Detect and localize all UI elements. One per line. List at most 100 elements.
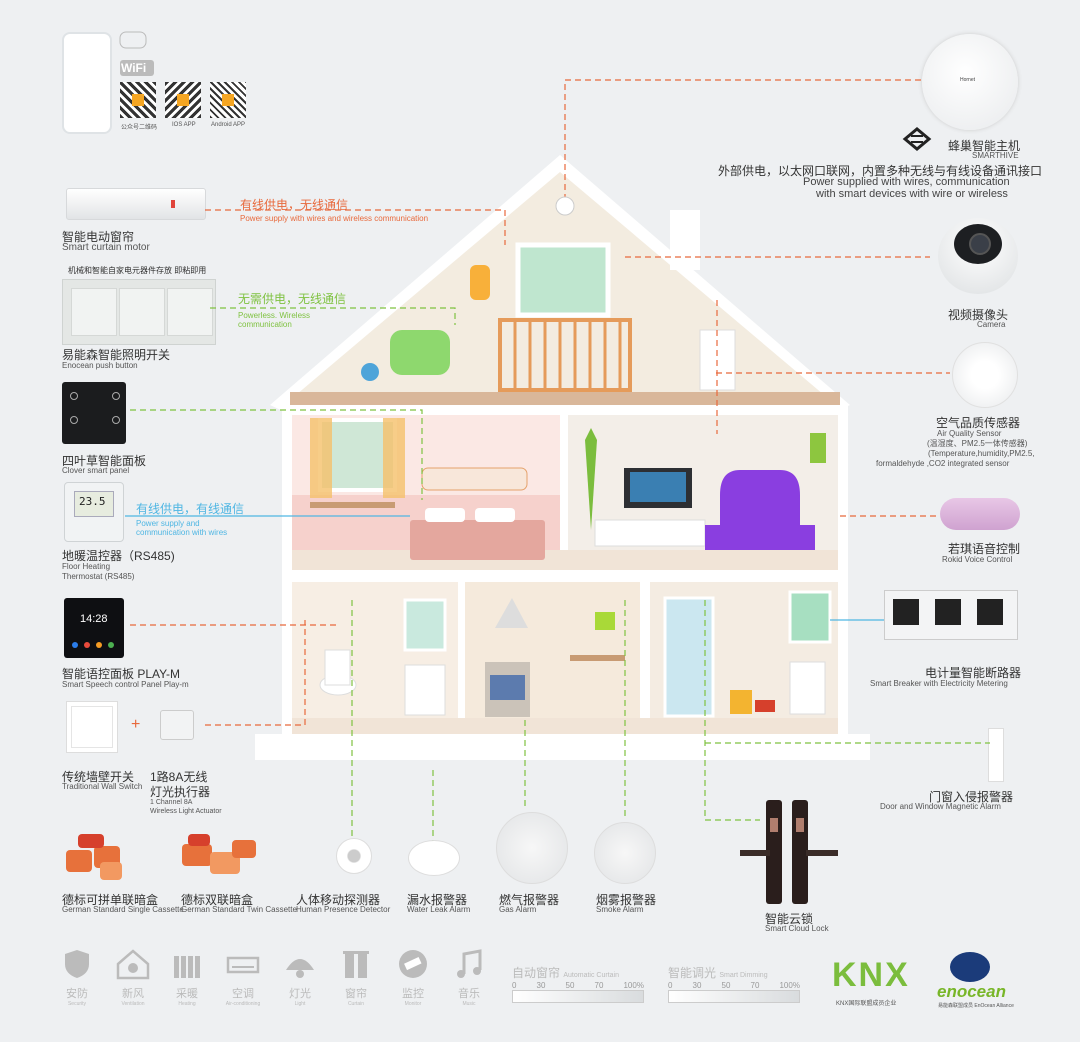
clover-label-en: Clover smart panel	[62, 466, 130, 475]
enocean-label: 易能森智能照明开关	[62, 348, 171, 362]
bottom-device-label: 德标双联暗盒	[181, 893, 254, 907]
enocean-logo: enocean	[937, 982, 1006, 1001]
bottom-device-label-en: Smart Cloud Lock	[765, 924, 829, 933]
smart-lock-image	[740, 798, 838, 906]
bottom-device-label: 烟雾报警器	[596, 893, 657, 907]
music-icon	[457, 949, 482, 978]
curtain-motor-image	[66, 188, 206, 220]
wired-wireless-label: 有线供电，无线通信	[240, 198, 349, 212]
actuator-label: 灯光执行器	[150, 785, 211, 799]
bottom-device-label: 德标可拼单联暗盒	[62, 893, 159, 907]
qr-caption: Android APP	[211, 122, 246, 128]
bottom-device-label-en: Smoke Alarm	[596, 905, 644, 914]
enocean-caption: 易能森联盟成员 EnOcean Alliance	[938, 1003, 1014, 1009]
rokid-label-en: Rokid Voice Control	[942, 555, 1013, 564]
hub-title: 蜂巢智能主机	[948, 139, 1021, 153]
bottom-device-label-en: German Standard Twin Cassette	[181, 905, 297, 914]
knx-logo: KNX	[832, 956, 910, 994]
powerless-label-en: communication	[238, 320, 292, 329]
play-m-label-en: Smart Speech control Panel Play-m	[62, 680, 189, 689]
slider-track[interactable]	[668, 990, 800, 1003]
wired-wireless-label-en: Power supply with wires and wireless com…	[240, 214, 429, 223]
wired-comm-label-en: communication with wires	[136, 528, 228, 537]
hub-desc-en: with smart devices with wire or wireless	[816, 188, 1008, 200]
powerless-label-en: Powerless. Wireless	[238, 311, 311, 320]
single-cassette-image	[64, 832, 126, 886]
enocean-label-en: Enocean push button	[62, 361, 138, 370]
camera-image	[938, 218, 1018, 294]
knx-caption: KNX国际联盟成员企业	[836, 1001, 897, 1007]
play-m-time: 14:28	[80, 613, 108, 625]
clover-panel-image	[62, 382, 126, 444]
house-fan-icon	[116, 949, 150, 980]
air-sensor-label-en: (温湿度、PM2.5一体传感器)	[927, 439, 1028, 448]
camera-label: 视频摄像头	[948, 308, 1009, 322]
house-illustration	[255, 155, 870, 760]
bottom-device-label-en: Human Presence Detector	[296, 905, 391, 914]
smarthive-hub-image	[922, 34, 1018, 130]
smart-breaker-image	[884, 590, 1018, 640]
wired-comm-label: 有线供电，有线通信	[136, 502, 245, 516]
door-sensor-image	[988, 728, 1004, 782]
air-quality-sensor-image	[952, 342, 1018, 408]
air-sensor-label-en: (Temperature,humidity,PM2.5,	[928, 449, 1035, 458]
thermostat-label: 地暖温控器（RS485)	[62, 549, 175, 563]
breaker-label: 电计量智能断路器	[925, 666, 1022, 680]
hub-desc-cn: 外部供电，以太网口联网，内置多种无线与有线设备通讯接口	[718, 164, 1043, 178]
powerless-label: 无需供电，无线通信	[238, 292, 347, 306]
qr-code	[120, 82, 156, 118]
curtain-label: 智能电动窗帘	[62, 230, 135, 244]
wall-switch-label: 传统墙壁开关	[62, 770, 135, 784]
phone-app-image	[62, 32, 112, 134]
bee-icon	[902, 127, 932, 151]
door-sensor-label: 门窗入侵报警器	[929, 790, 1014, 804]
bottom-device-label: 燃气报警器	[499, 893, 560, 907]
light-actuator-image	[160, 710, 194, 740]
slider-track[interactable]	[512, 990, 644, 1003]
hub-desc-en: Power supplied with wires, communication	[803, 176, 1010, 188]
rokid-label: 若琪语音控制	[948, 542, 1021, 556]
lamp-icon	[286, 959, 314, 978]
thermostat-label-en: Thermostat (RS485)	[62, 572, 135, 581]
water-leak-alarm-image	[408, 840, 460, 876]
wall-switch-label-en: Traditional Wall Switch	[62, 782, 143, 791]
twin-cassette-image	[180, 832, 260, 886]
wired-comm-label-en: Power supply and	[136, 519, 200, 528]
bottom-device-label: 人体移动探测器	[296, 893, 381, 907]
radiator-icon	[174, 956, 200, 978]
qr-caption: IOS APP	[172, 122, 196, 128]
hub-brand: Hornet	[960, 77, 976, 83]
bottom-device-label: 漏水报警器	[407, 893, 468, 907]
clover-label: 四叶草智能面板	[62, 454, 147, 468]
breaker-label-en: Smart Breaker with Electricity Metering	[870, 679, 1008, 688]
air-sensor-label-en: Air Quality Sensor	[937, 429, 1002, 438]
gas-alarm-image	[496, 812, 568, 884]
actuator-label: 1路8A无线	[150, 770, 208, 784]
bottom-device-label-en: Water Leak Alarm	[407, 905, 471, 914]
qr-code	[210, 82, 246, 118]
bottom-device-label: 智能云锁	[765, 912, 814, 926]
wall-switch-image	[66, 701, 118, 753]
presence-detector-image	[336, 838, 372, 874]
play-m-label: 智能语控面板 PLAY-M	[62, 667, 181, 681]
wifi-logo	[118, 30, 154, 78]
qr-caption: 公众号二维码	[121, 125, 158, 131]
wifi-text: WiFi	[121, 61, 147, 75]
play-m-panel-image	[64, 598, 124, 658]
thermostat-image	[64, 482, 124, 542]
shield-icon	[65, 950, 89, 978]
thermostat-label-en: Floor Heating	[62, 562, 111, 571]
camera-icon	[399, 950, 427, 978]
